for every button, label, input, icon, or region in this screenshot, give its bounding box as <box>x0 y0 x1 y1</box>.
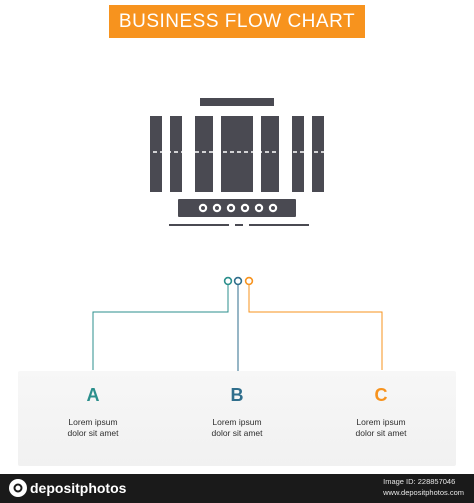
footer-image-id: Image ID: 228857046 <box>383 477 456 486</box>
step-text-line: dolor sit amet <box>355 428 407 438</box>
step-card-a: A Lorem ipsum dolor sit amet <box>18 371 168 466</box>
connector-dot-a <box>223 276 233 286</box>
step-text-line: dolor sit amet <box>67 428 119 438</box>
turbine-blade <box>195 116 213 192</box>
footer-info: Image ID: 228857046 www.depositphotos.co… <box>383 476 464 498</box>
step-letter-a: A <box>86 385 100 405</box>
step-text-line: Lorem ipsum <box>212 417 262 427</box>
connector-dots <box>223 276 254 286</box>
step-card-c: C Lorem ipsum dolor sit amet <box>306 371 456 466</box>
connector-c <box>248 285 383 370</box>
turbine-blade <box>292 116 304 192</box>
turbine-icon <box>146 98 328 226</box>
step-text-c: Lorem ipsum dolor sit amet <box>306 417 456 439</box>
turbine-base-dot-center <box>257 206 261 210</box>
step-letter-b: B <box>230 385 244 405</box>
turbine-blade <box>261 116 279 192</box>
turbine-blade <box>150 116 162 192</box>
step-text-line: Lorem ipsum <box>356 417 406 427</box>
turbine-base-dot-center <box>271 206 275 210</box>
turbine-blade <box>312 116 324 192</box>
step-text-line: Lorem ipsum <box>68 417 118 427</box>
step-text-line: dolor sit amet <box>211 428 263 438</box>
footer-logo: depositphotos <box>9 479 126 497</box>
footer-site: www.depositphotos.com <box>383 488 464 497</box>
page-title: BUSINESS FLOW CHART <box>118 10 356 32</box>
turbine-ground-line <box>235 224 243 226</box>
turbine-blade <box>170 116 182 192</box>
connector-dot-b <box>233 276 243 286</box>
turbine-base <box>178 199 296 217</box>
turbine-ground-line <box>169 224 229 226</box>
connector-dot-c <box>244 276 254 286</box>
footer-bar: depositphotos Image ID: 228857046 www.de… <box>0 474 474 503</box>
step-card-b: B Lorem ipsum dolor sit amet <box>162 371 312 466</box>
turbine-blade <box>221 116 253 192</box>
turbine-base-dot-center <box>201 206 205 210</box>
title-banner: BUSINESS FLOW CHART <box>109 5 365 38</box>
turbine-base-dot-center <box>243 206 247 210</box>
depositphotos-logo-icon <box>9 479 27 497</box>
turbine-base-dot-center <box>229 206 233 210</box>
connectors <box>92 285 383 378</box>
connector-a <box>92 285 229 370</box>
turbine-ground-line <box>249 224 309 226</box>
step-letter-c: C <box>374 385 388 405</box>
turbine-base-dot-center <box>215 206 219 210</box>
turbine-top-bar <box>200 98 274 106</box>
footer-logo-text: depositphotos <box>30 480 127 496</box>
step-text-a: Lorem ipsum dolor sit amet <box>18 417 168 439</box>
step-text-b: Lorem ipsum dolor sit amet <box>162 417 312 439</box>
